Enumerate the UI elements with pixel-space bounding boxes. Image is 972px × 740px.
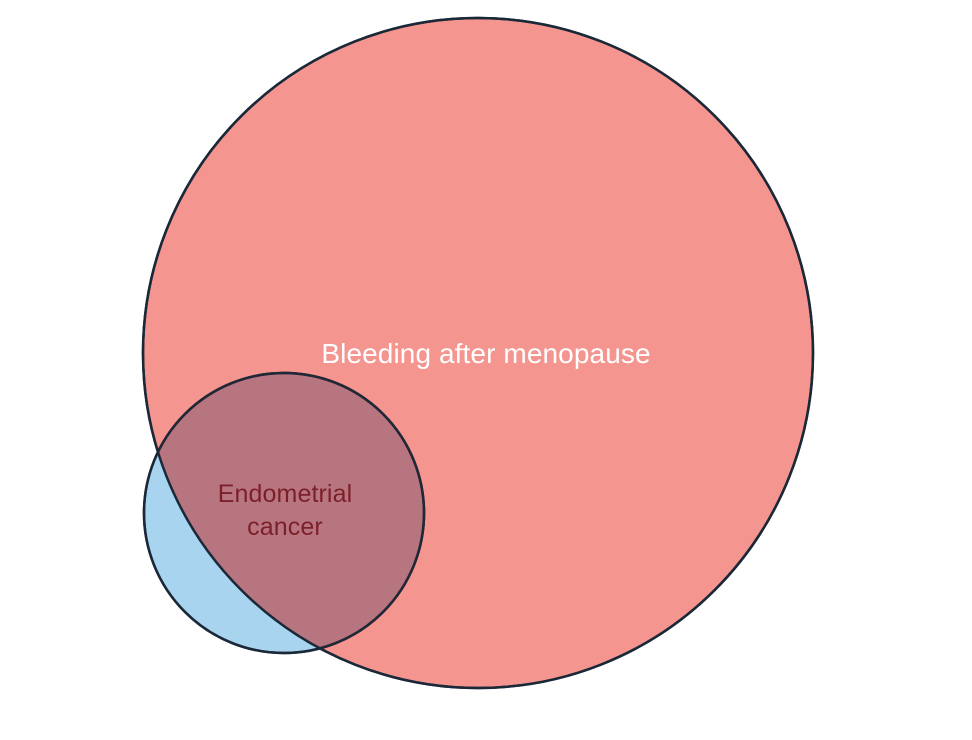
venn-circle-endometrial-cancer-outline xyxy=(142,371,426,655)
venn-circle-bleeding-after-menopause-outline xyxy=(141,16,815,690)
